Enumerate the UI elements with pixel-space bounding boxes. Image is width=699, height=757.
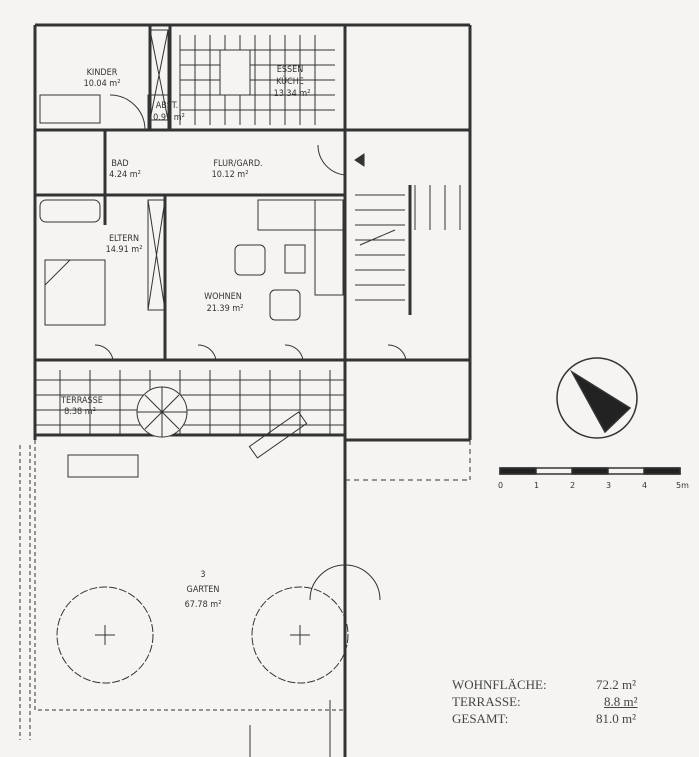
room-name: GARTEN (187, 585, 220, 595)
room-labels: KINDER 10.04 m² ABST. 0.91 m² ESSEN KÜCH… (60, 65, 310, 610)
room-name: BAD (111, 159, 128, 169)
room-name: TERRASSE (60, 396, 103, 406)
room-name: ESSEN (277, 65, 304, 75)
scale-label: 4 (642, 481, 647, 490)
interior-details (19, 29, 471, 757)
room-area: 0.91 m² (153, 113, 185, 123)
room-area: 67.78 m² (185, 600, 222, 610)
summary-value: 72.2 m² (596, 677, 637, 692)
room-name: KINDER (87, 68, 118, 78)
north-arrow-icon (556, 357, 638, 439)
room-number: 3 (200, 570, 205, 580)
room-name: FLUR/GARD. (213, 159, 262, 169)
scale-label: 0 (498, 481, 503, 490)
scale-label: 3 (606, 481, 611, 490)
summary-label: GESAMT: (452, 711, 509, 726)
walls (33, 23, 472, 757)
scale-label: 2 (570, 481, 575, 490)
room-area: 4.24 m² (109, 170, 141, 180)
summary-value: 81.0 m² (596, 711, 637, 726)
summary-label: TERRASSE: (452, 694, 521, 709)
room-name: WOHNEN (204, 292, 242, 302)
room-area: 14.91 m² (106, 245, 143, 255)
room-area: 10.04 m² (84, 79, 121, 89)
room-name: ABST. (156, 101, 179, 111)
room-area: 8.38 m² (64, 407, 96, 417)
summary-label: WOHNFLÄCHE: (452, 677, 547, 692)
room-area: 13.34 m² (274, 89, 311, 99)
scale-bar (499, 467, 681, 475)
summary-value: 8.8 m² (604, 694, 638, 709)
scale-label: 5m (676, 481, 689, 490)
room-name-2: KÜCHE (276, 76, 304, 87)
room-area: 21.39 m² (207, 304, 244, 314)
room-area: 10.12 m² (212, 170, 249, 180)
scale-label: 1 (534, 481, 539, 490)
scale-labels: 0 1 2 3 4 5m (498, 481, 689, 490)
room-name: ELTERN (109, 234, 139, 244)
